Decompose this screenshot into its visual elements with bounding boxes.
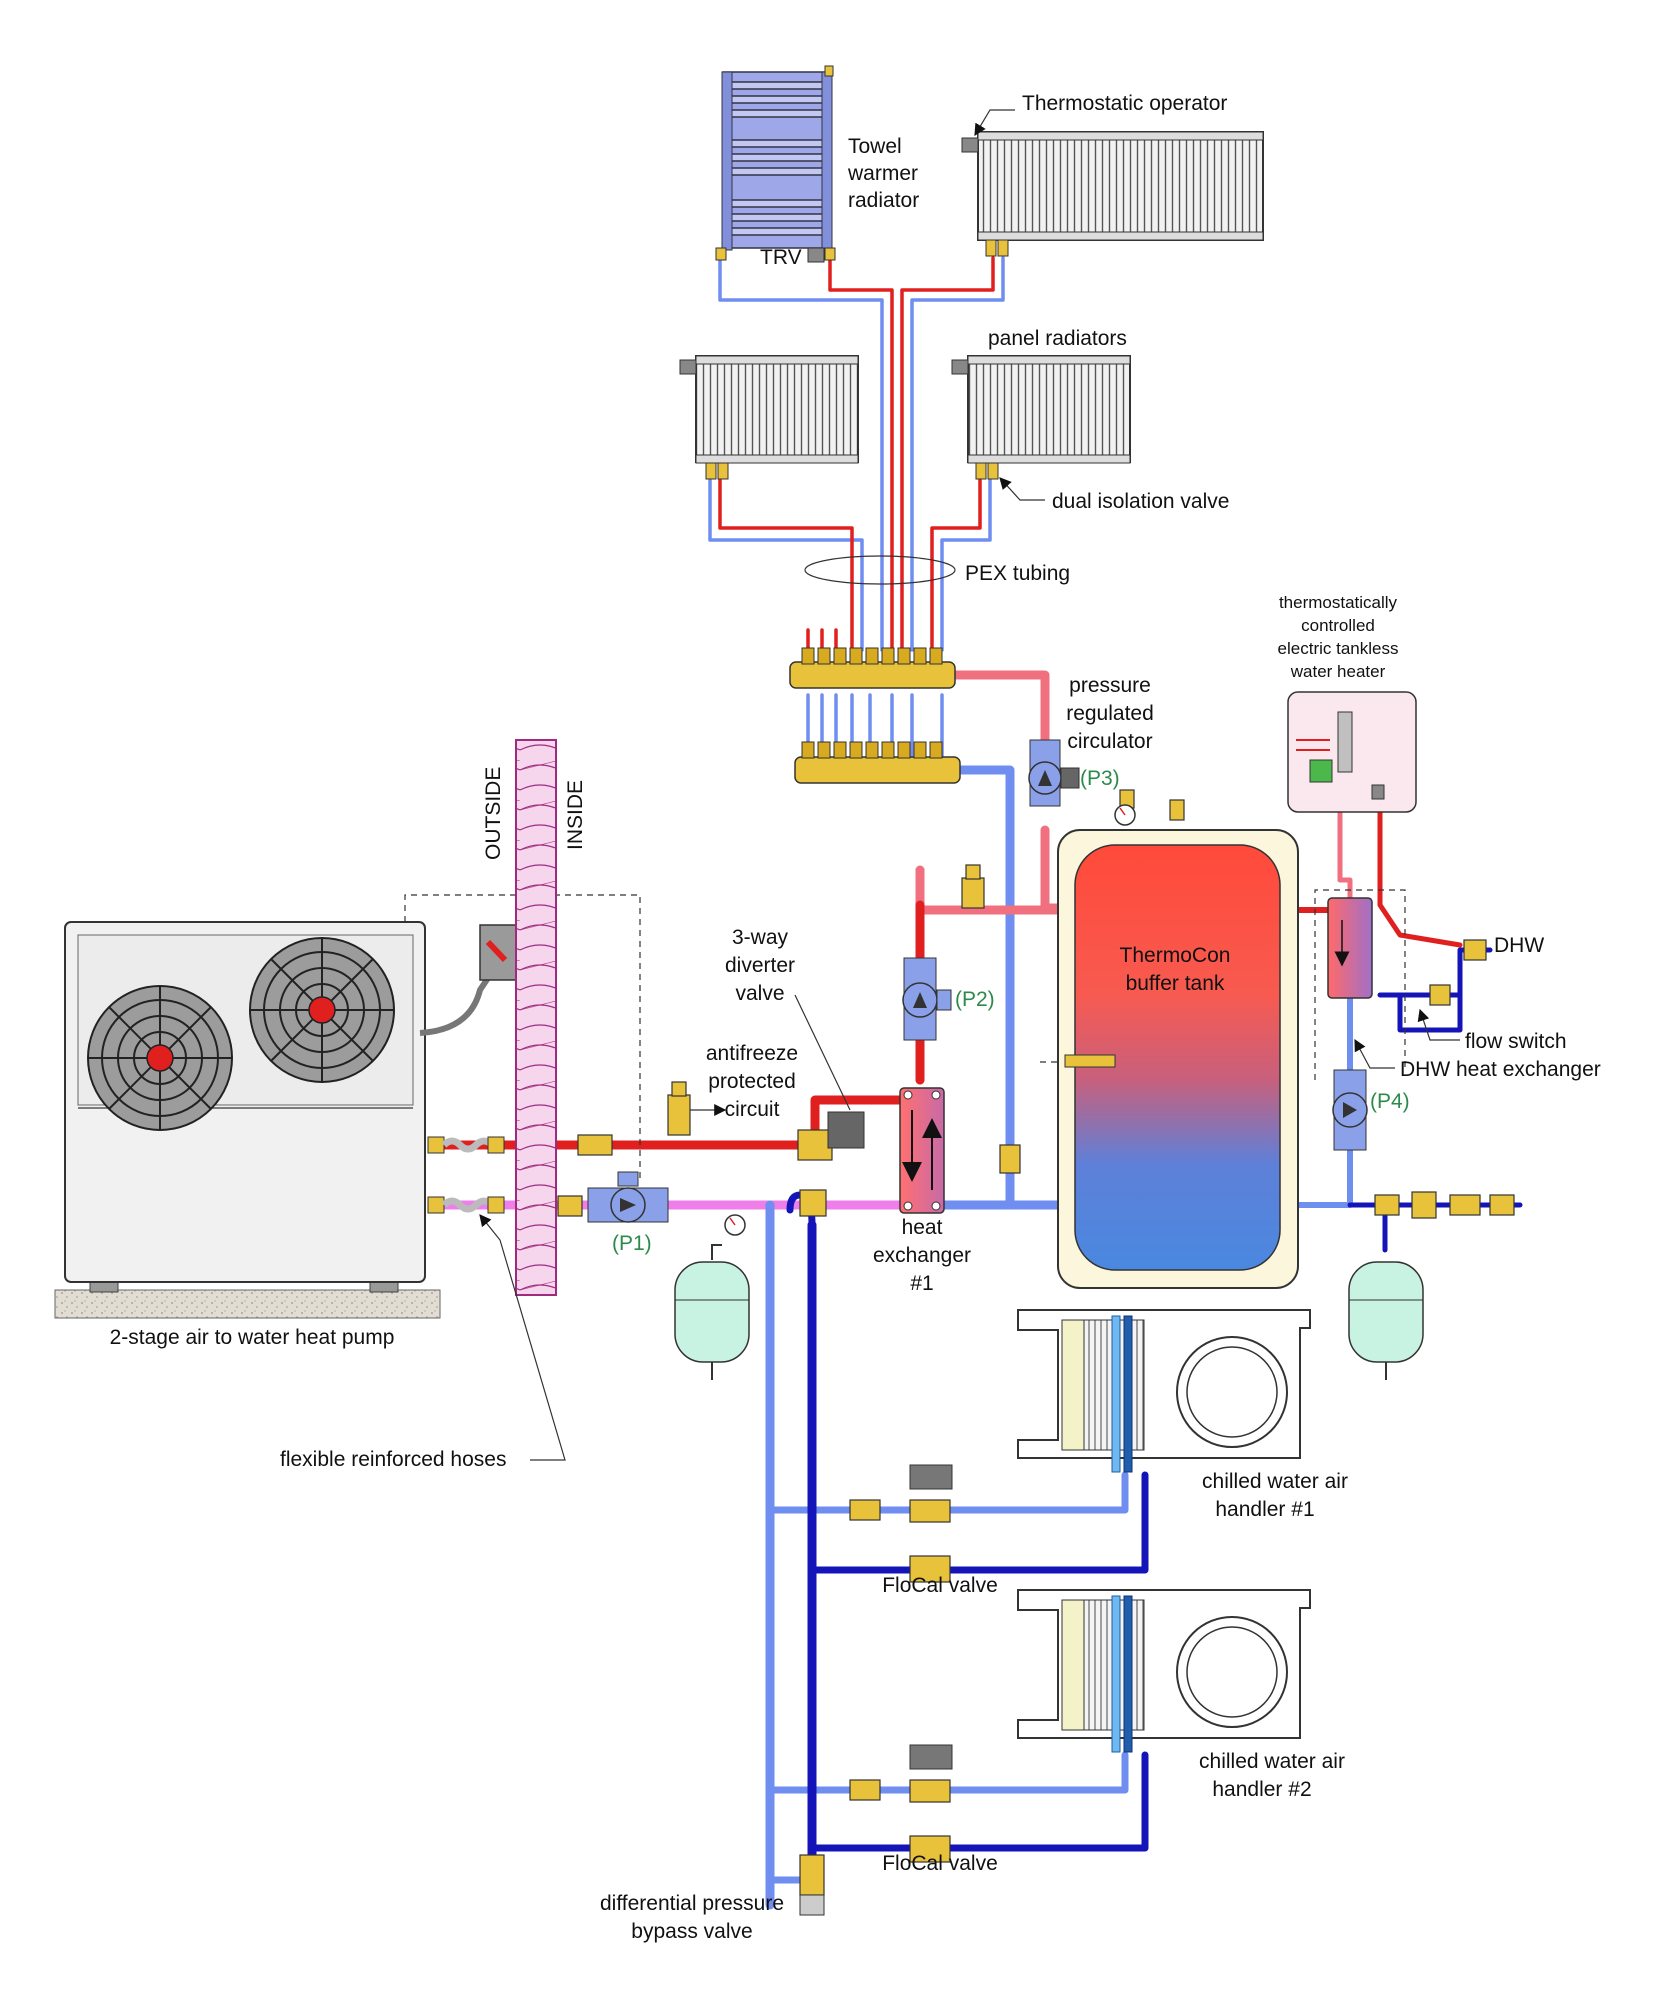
flocal-valve-2-label: FloCal valve — [882, 1852, 998, 1875]
dhw-hx-label: DHW heat exchanger — [1400, 1058, 1601, 1081]
tank-sensor-well — [1064, 1054, 1116, 1068]
air-handler-2-label-2: handler #2 — [1212, 1778, 1311, 1801]
fan-icon — [87, 985, 233, 1131]
hose-fittings — [427, 1136, 505, 1214]
antifreeze-label-1: antifreeze — [706, 1042, 798, 1065]
pump-icon — [902, 957, 952, 1041]
panel-radiator-left — [679, 355, 859, 480]
hx1-label-3: #1 — [910, 1272, 933, 1295]
diverter-label-2: diverter — [725, 954, 795, 977]
thermostatic-operator-label: Thermostatic operator — [1022, 92, 1227, 115]
leader-lines — [479, 109, 1460, 1461]
circulator-label-1: pressure — [1069, 674, 1151, 697]
pump-icon — [1332, 1069, 1368, 1151]
towel-warmer-label-1: Towel — [848, 135, 902, 158]
manifold-supply — [789, 647, 956, 689]
manifold-return — [794, 741, 961, 784]
svg-text:Towel: Towel — [848, 135, 902, 158]
hoses-label: flexible reinforced hoses — [280, 1448, 506, 1471]
flocal-valve-1-label: FloCal valve — [882, 1574, 998, 1597]
pump-icon — [1028, 739, 1080, 807]
pex-tubing-label: PEX tubing — [965, 562, 1070, 585]
towel-warmer-label-2: warmer — [847, 162, 918, 185]
antifreeze-label-3: circuit — [725, 1098, 780, 1121]
hx1-label-1: heat — [902, 1216, 943, 1239]
towel-warmer-label-3: radiator — [848, 189, 919, 212]
tank-label-2: buffer tank — [1126, 972, 1225, 995]
diverter-label-3: valve — [735, 982, 784, 1005]
zone-valve-actuator — [909, 1744, 953, 1770]
gauge-icon — [724, 804, 1136, 1236]
radiator-top-right — [961, 131, 1264, 257]
wall-insulation — [515, 739, 557, 1296]
expansion-tank — [1348, 1261, 1424, 1380]
svg-text:radiator: radiator — [848, 189, 919, 212]
labels: Towel warmer radiator TRV Thermostatic o… — [110, 92, 1601, 1943]
dhw-label: DHW — [1494, 934, 1544, 957]
tankless-label-2: controlled — [1301, 616, 1375, 635]
valve-icon — [557, 939, 1515, 1896]
pex-bundle-marker — [804, 555, 956, 585]
tankless-label-1: thermostatically — [1279, 593, 1398, 612]
air-handler-1-label-2: handler #1 — [1215, 1498, 1314, 1521]
heat-pump-unit — [54, 921, 521, 1319]
bypass-valve-spring — [799, 1894, 825, 1916]
dhw-heat-exchanger — [1327, 897, 1373, 999]
diverter-label-1: 3-way — [732, 926, 789, 949]
zone-valve-actuator — [909, 1464, 953, 1490]
tank-label-1: ThermoCon — [1120, 944, 1231, 967]
p3-label: (P3) — [1080, 767, 1120, 790]
circulator-label-2: regulated — [1066, 702, 1154, 725]
panel-radiator-right — [951, 355, 1131, 480]
svg-text:warmer: warmer — [847, 162, 918, 185]
thermostatic-operator-head — [961, 137, 979, 153]
panel-radiators-label: panel radiators — [988, 327, 1127, 350]
heat-pump-label: 2-stage air to water heat pump — [110, 1326, 395, 1349]
air-handler-1 — [1017, 1309, 1311, 1473]
antifreeze-label-2: protected — [708, 1070, 796, 1093]
dual-isolation-valve-label: dual isolation valve — [1052, 490, 1229, 513]
inside-label: INSIDE — [564, 780, 587, 850]
heat-exchanger-1 — [899, 1087, 945, 1214]
bypass-label-2: bypass valve — [631, 1920, 752, 1943]
towel-warmer-radiator — [715, 65, 836, 263]
p1-label: (P1) — [612, 1232, 652, 1255]
tankless-label-4: water heater — [1290, 662, 1386, 681]
outside-label: OUTSIDE — [482, 767, 505, 860]
circulator-label-3: circulator — [1067, 730, 1152, 753]
hx1-label-2: exchanger — [873, 1244, 971, 1267]
air-handler-2 — [1017, 1589, 1311, 1753]
air-handler-2-label-1: chilled water air — [1199, 1750, 1345, 1773]
tankless-label-3: electric tankless — [1278, 639, 1399, 658]
diverter-actuator — [827, 1111, 865, 1149]
trv-label: TRV — [760, 246, 802, 269]
pump-icon — [587, 1171, 669, 1223]
flow-switch-label: flow switch — [1465, 1030, 1567, 1053]
trv-head — [807, 247, 825, 263]
p4-label: (P4) — [1370, 1090, 1410, 1113]
bypass-label-1: differential pressure — [600, 1892, 784, 1915]
tankless-water-heater — [1287, 691, 1417, 813]
air-vent-icon — [667, 789, 1185, 1136]
concrete-pad — [54, 1289, 441, 1319]
air-handler-1-label-1: chilled water air — [1202, 1470, 1348, 1493]
p2-label: (P2) — [955, 988, 995, 1011]
expansion-tank — [674, 1244, 750, 1380]
fan-icon — [249, 937, 395, 1083]
buffer-tank — [1057, 829, 1299, 1289]
